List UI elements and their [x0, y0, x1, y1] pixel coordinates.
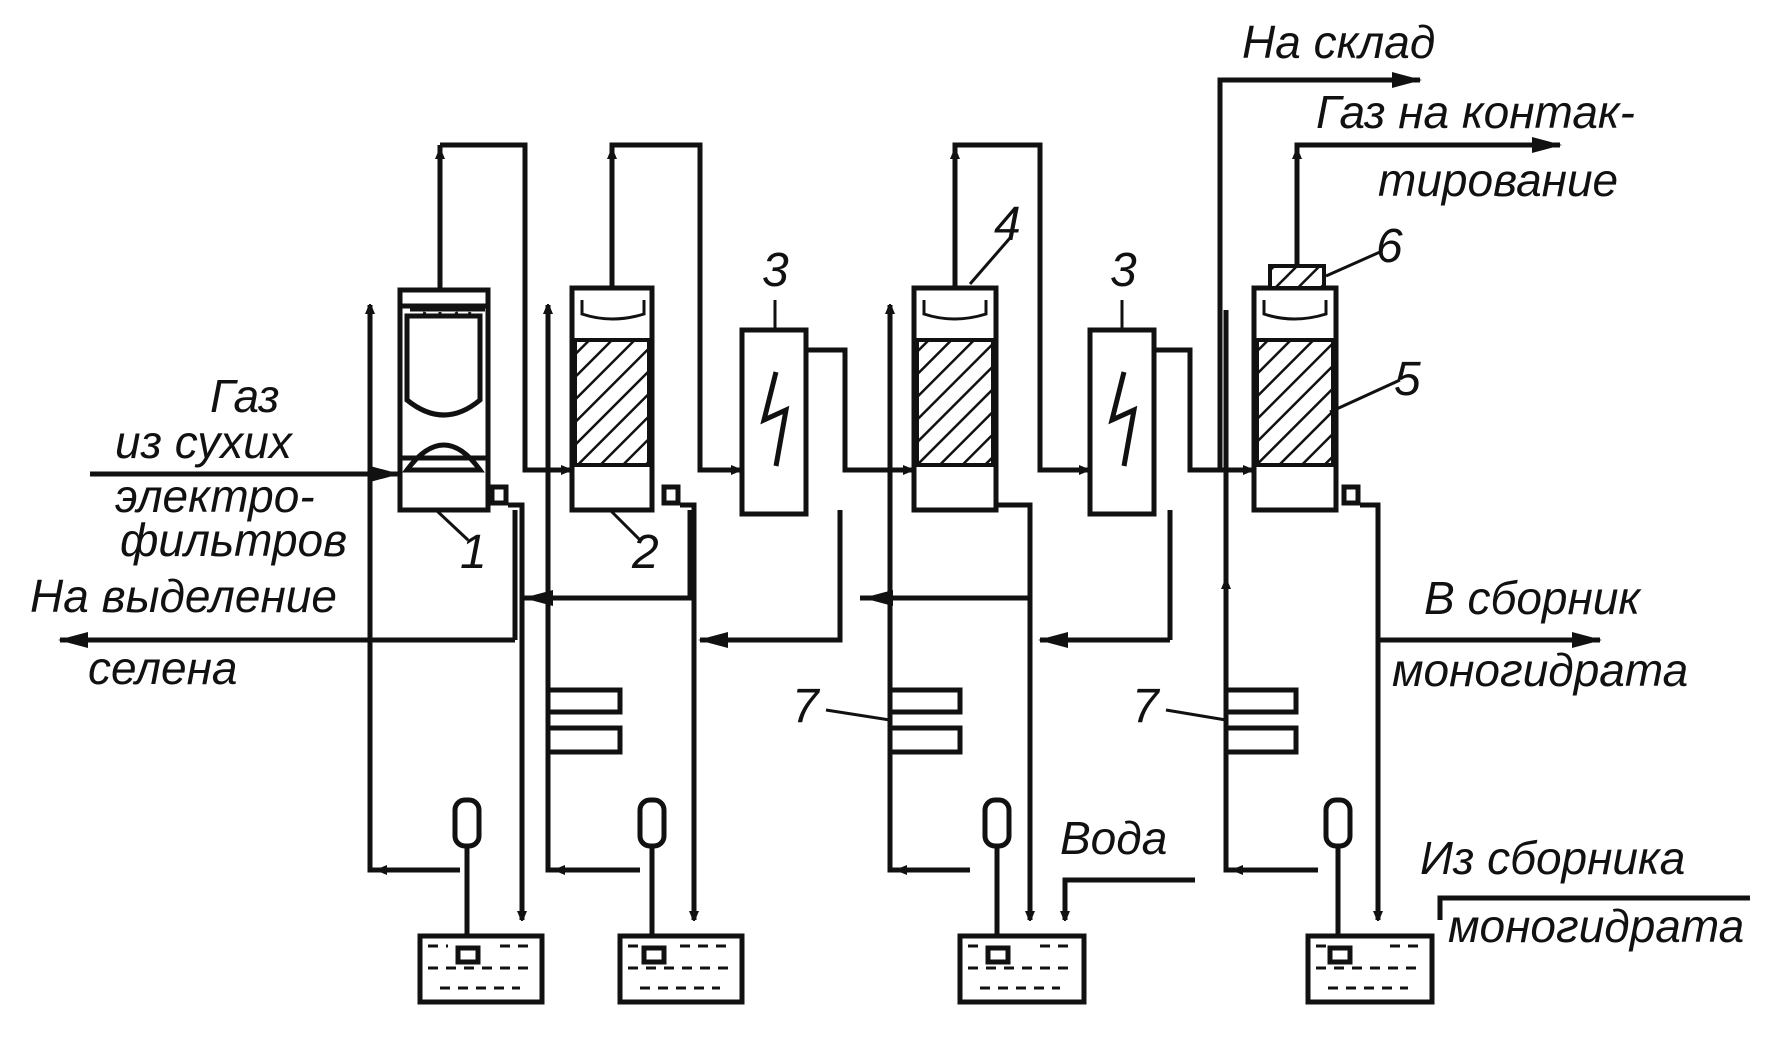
- scrubber-1: [397, 287, 509, 513]
- from-collector-label-1: Из сборника: [1420, 832, 1685, 884]
- gas-in-label-1: Газ: [210, 370, 279, 422]
- cooler-3b: [1087, 327, 1157, 517]
- pump-tank-2: [617, 797, 745, 1005]
- gas-out-label-2: тирование: [1378, 154, 1618, 206]
- filter-6: [1268, 264, 1326, 290]
- from-collector-label-2: моногидрата: [1448, 900, 1744, 952]
- selenium-label-1: На выделение: [30, 570, 337, 622]
- absorber-5: [1251, 285, 1361, 513]
- acid-lines: [58, 305, 1750, 920]
- to-collector-label-1: В сборник: [1424, 572, 1642, 624]
- selenium-label-2: селена: [88, 642, 237, 694]
- number-7a: 7: [792, 680, 821, 733]
- number-3a: 3: [762, 244, 789, 297]
- number-4: 4: [994, 198, 1021, 251]
- absorber-4: [911, 285, 999, 513]
- gas-lines: [90, 137, 1562, 482]
- gas-in-label-3: электро-: [115, 470, 315, 522]
- pump-tank-1: [417, 797, 545, 1005]
- water-label: Вода: [1060, 812, 1167, 864]
- number-5: 5: [1394, 353, 1421, 406]
- number-2: 2: [631, 526, 659, 579]
- absorber-2: [569, 285, 681, 513]
- number-6: 6: [1376, 220, 1403, 273]
- gas-in-label-2: из сухих: [115, 416, 294, 468]
- gas-out-label-1: Газ на контак-: [1316, 86, 1635, 138]
- pump-tank-3: [957, 797, 1087, 1005]
- pump-tank-4: [1305, 797, 1435, 1005]
- gas-in-label-4: фильтров: [120, 514, 347, 566]
- leader-lines: [434, 237, 1401, 722]
- warehouse-line: [1217, 72, 1422, 470]
- number-3b: 3: [1110, 244, 1137, 297]
- to-collector-label-2: моногидрата: [1392, 644, 1688, 696]
- warehouse-label: На склад: [1242, 16, 1435, 68]
- number-1: 1: [460, 526, 487, 579]
- number-7b: 7: [1132, 680, 1161, 733]
- cooler-3a: [739, 327, 809, 517]
